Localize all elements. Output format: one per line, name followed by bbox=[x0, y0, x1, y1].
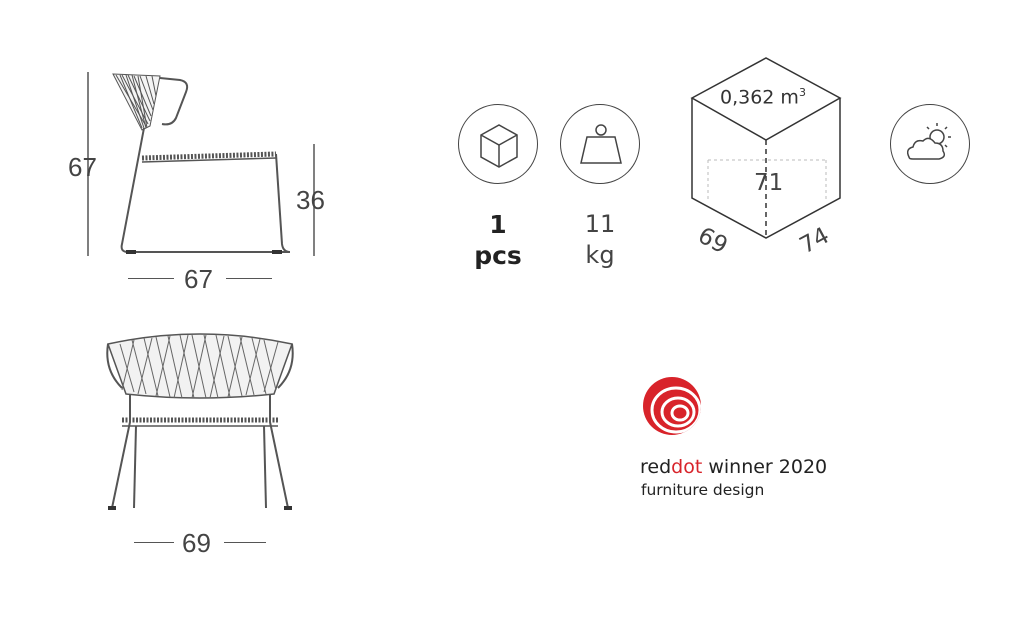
volume-value: 0,362 m bbox=[720, 86, 799, 109]
chair-side-view-drawing bbox=[87, 72, 315, 256]
box-height-label: 71 bbox=[754, 170, 784, 196]
award-brand-dot: dot bbox=[671, 456, 703, 478]
weather-icon bbox=[890, 104, 970, 184]
award-suffix: winner 2020 bbox=[702, 456, 828, 478]
front-width-label: 69 bbox=[182, 528, 211, 558]
award-brand-red: red bbox=[640, 456, 672, 478]
box-volume-label: 0,362 m3 bbox=[720, 86, 806, 108]
dimension-line-right bbox=[224, 542, 266, 543]
quantity-unit: pcs bbox=[474, 241, 522, 270]
side-height-label: 67 bbox=[68, 152, 97, 182]
side-depth-label: 67 bbox=[184, 264, 213, 294]
quantity-value: 1 bbox=[489, 210, 507, 239]
dimension-line-right bbox=[226, 278, 272, 279]
chair-front-view-drawing bbox=[106, 333, 294, 510]
reddot-logo bbox=[643, 377, 701, 435]
dimension-line-left bbox=[128, 278, 174, 279]
weight-unit: kg bbox=[585, 241, 615, 269]
award-category: furniture design bbox=[641, 481, 765, 499]
side-seat-height-label: 36 bbox=[296, 185, 325, 215]
weight-block: 11 kg bbox=[550, 209, 650, 271]
quantity-block: 1 pcs bbox=[448, 209, 548, 271]
box-icon bbox=[458, 104, 538, 184]
dimension-line-left bbox=[134, 542, 174, 543]
front-width-dimension: 69 bbox=[134, 528, 266, 558]
weight-value: 11 bbox=[584, 210, 616, 238]
side-depth-dimension: 67 bbox=[128, 264, 272, 294]
weight-icon bbox=[560, 104, 640, 184]
packaging-box-drawing bbox=[690, 57, 842, 239]
award-title: reddot winner 2020 bbox=[640, 456, 827, 478]
volume-exponent: 3 bbox=[798, 86, 806, 99]
